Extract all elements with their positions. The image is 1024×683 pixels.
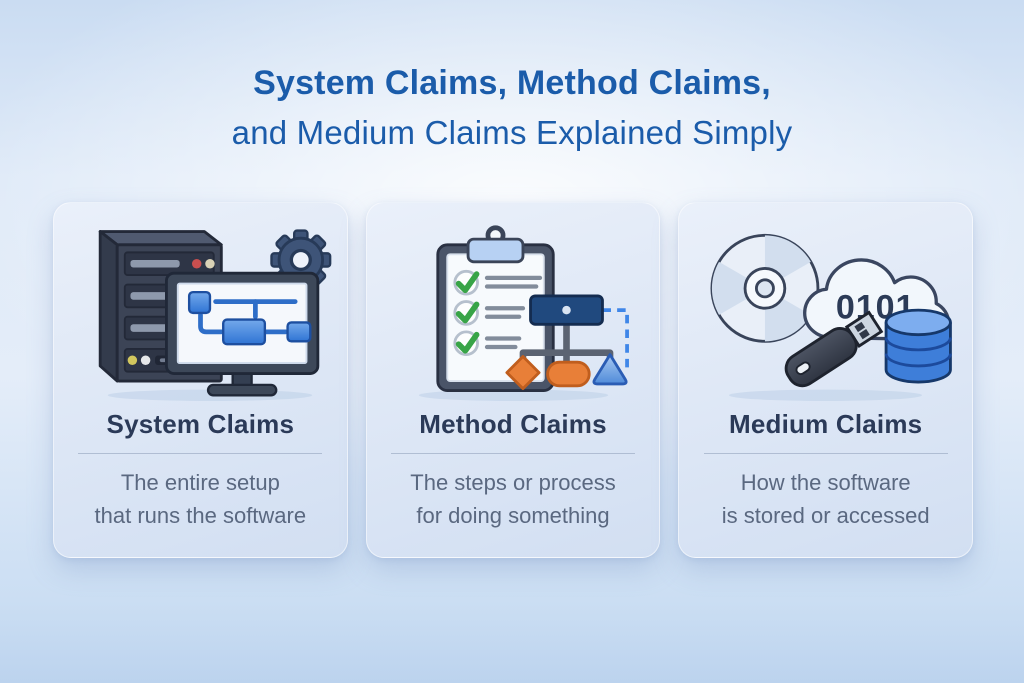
card-heading: Method Claims (419, 409, 607, 439)
dashed-connector (601, 308, 629, 372)
server-monitor-gear-icon (98, 229, 332, 401)
database-icon (884, 308, 953, 384)
card-description-line-1: The entire setup (120, 470, 280, 495)
page-title: System Claims, Method Claims, and Medium… (0, 58, 1024, 158)
card-divider (391, 453, 635, 454)
card-description-line-2: for doing something (416, 503, 610, 528)
process-flowchart-icon (504, 294, 629, 391)
card-description: The entire setup that runs the software (95, 466, 307, 532)
clipboard-checklist-flowchart-icon (418, 225, 629, 401)
medium-claims-icon-area: 0101 (679, 217, 972, 407)
triangle-shape (592, 353, 628, 386)
system-claims-icon-area (54, 217, 347, 407)
page-title-line-2: and Medium Claims Explained Simply (231, 114, 793, 151)
method-claims-icon-area (367, 217, 660, 407)
card-heading: System Claims (106, 409, 295, 439)
card-divider (78, 453, 323, 454)
checklist-icon (452, 269, 542, 357)
diamond-shape (504, 355, 540, 391)
page-title-line-1: System Claims, Method Claims, (253, 64, 771, 102)
card-system-claims: System Claims The entire setup that runs… (53, 202, 348, 558)
ground-shadow (729, 389, 923, 401)
checkmark-icon (455, 331, 479, 354)
card-description: How the software is stored or accessed (722, 466, 930, 532)
card-description-line-1: The steps or process (410, 470, 616, 495)
card-method-claims: Method Claims The steps or process for d… (365, 202, 661, 558)
card-description-line-2: is stored or accessed (721, 503, 930, 528)
pill-shape (545, 360, 591, 388)
card-description: The steps or process for doing something (410, 466, 615, 532)
ground-shadow (418, 389, 608, 401)
flowchart-icon (187, 290, 312, 346)
card-description-line-1: How the software (740, 470, 911, 495)
card-description-line-2: that runs the software (94, 503, 307, 528)
usb-drive-icon (784, 310, 884, 388)
checkmark-icon (455, 271, 479, 294)
monitor-icon (164, 271, 320, 397)
claims-cards-row: System Claims The entire setup that runs… (53, 202, 974, 558)
checkmark-icon (455, 301, 479, 324)
cd-cloud-usb-database-icon: 0101 (710, 233, 953, 401)
card-medium-claims: 0101 (678, 202, 974, 558)
card-divider (703, 453, 948, 454)
cd-disc-icon (710, 233, 820, 343)
card-heading: Medium Claims (729, 409, 923, 439)
